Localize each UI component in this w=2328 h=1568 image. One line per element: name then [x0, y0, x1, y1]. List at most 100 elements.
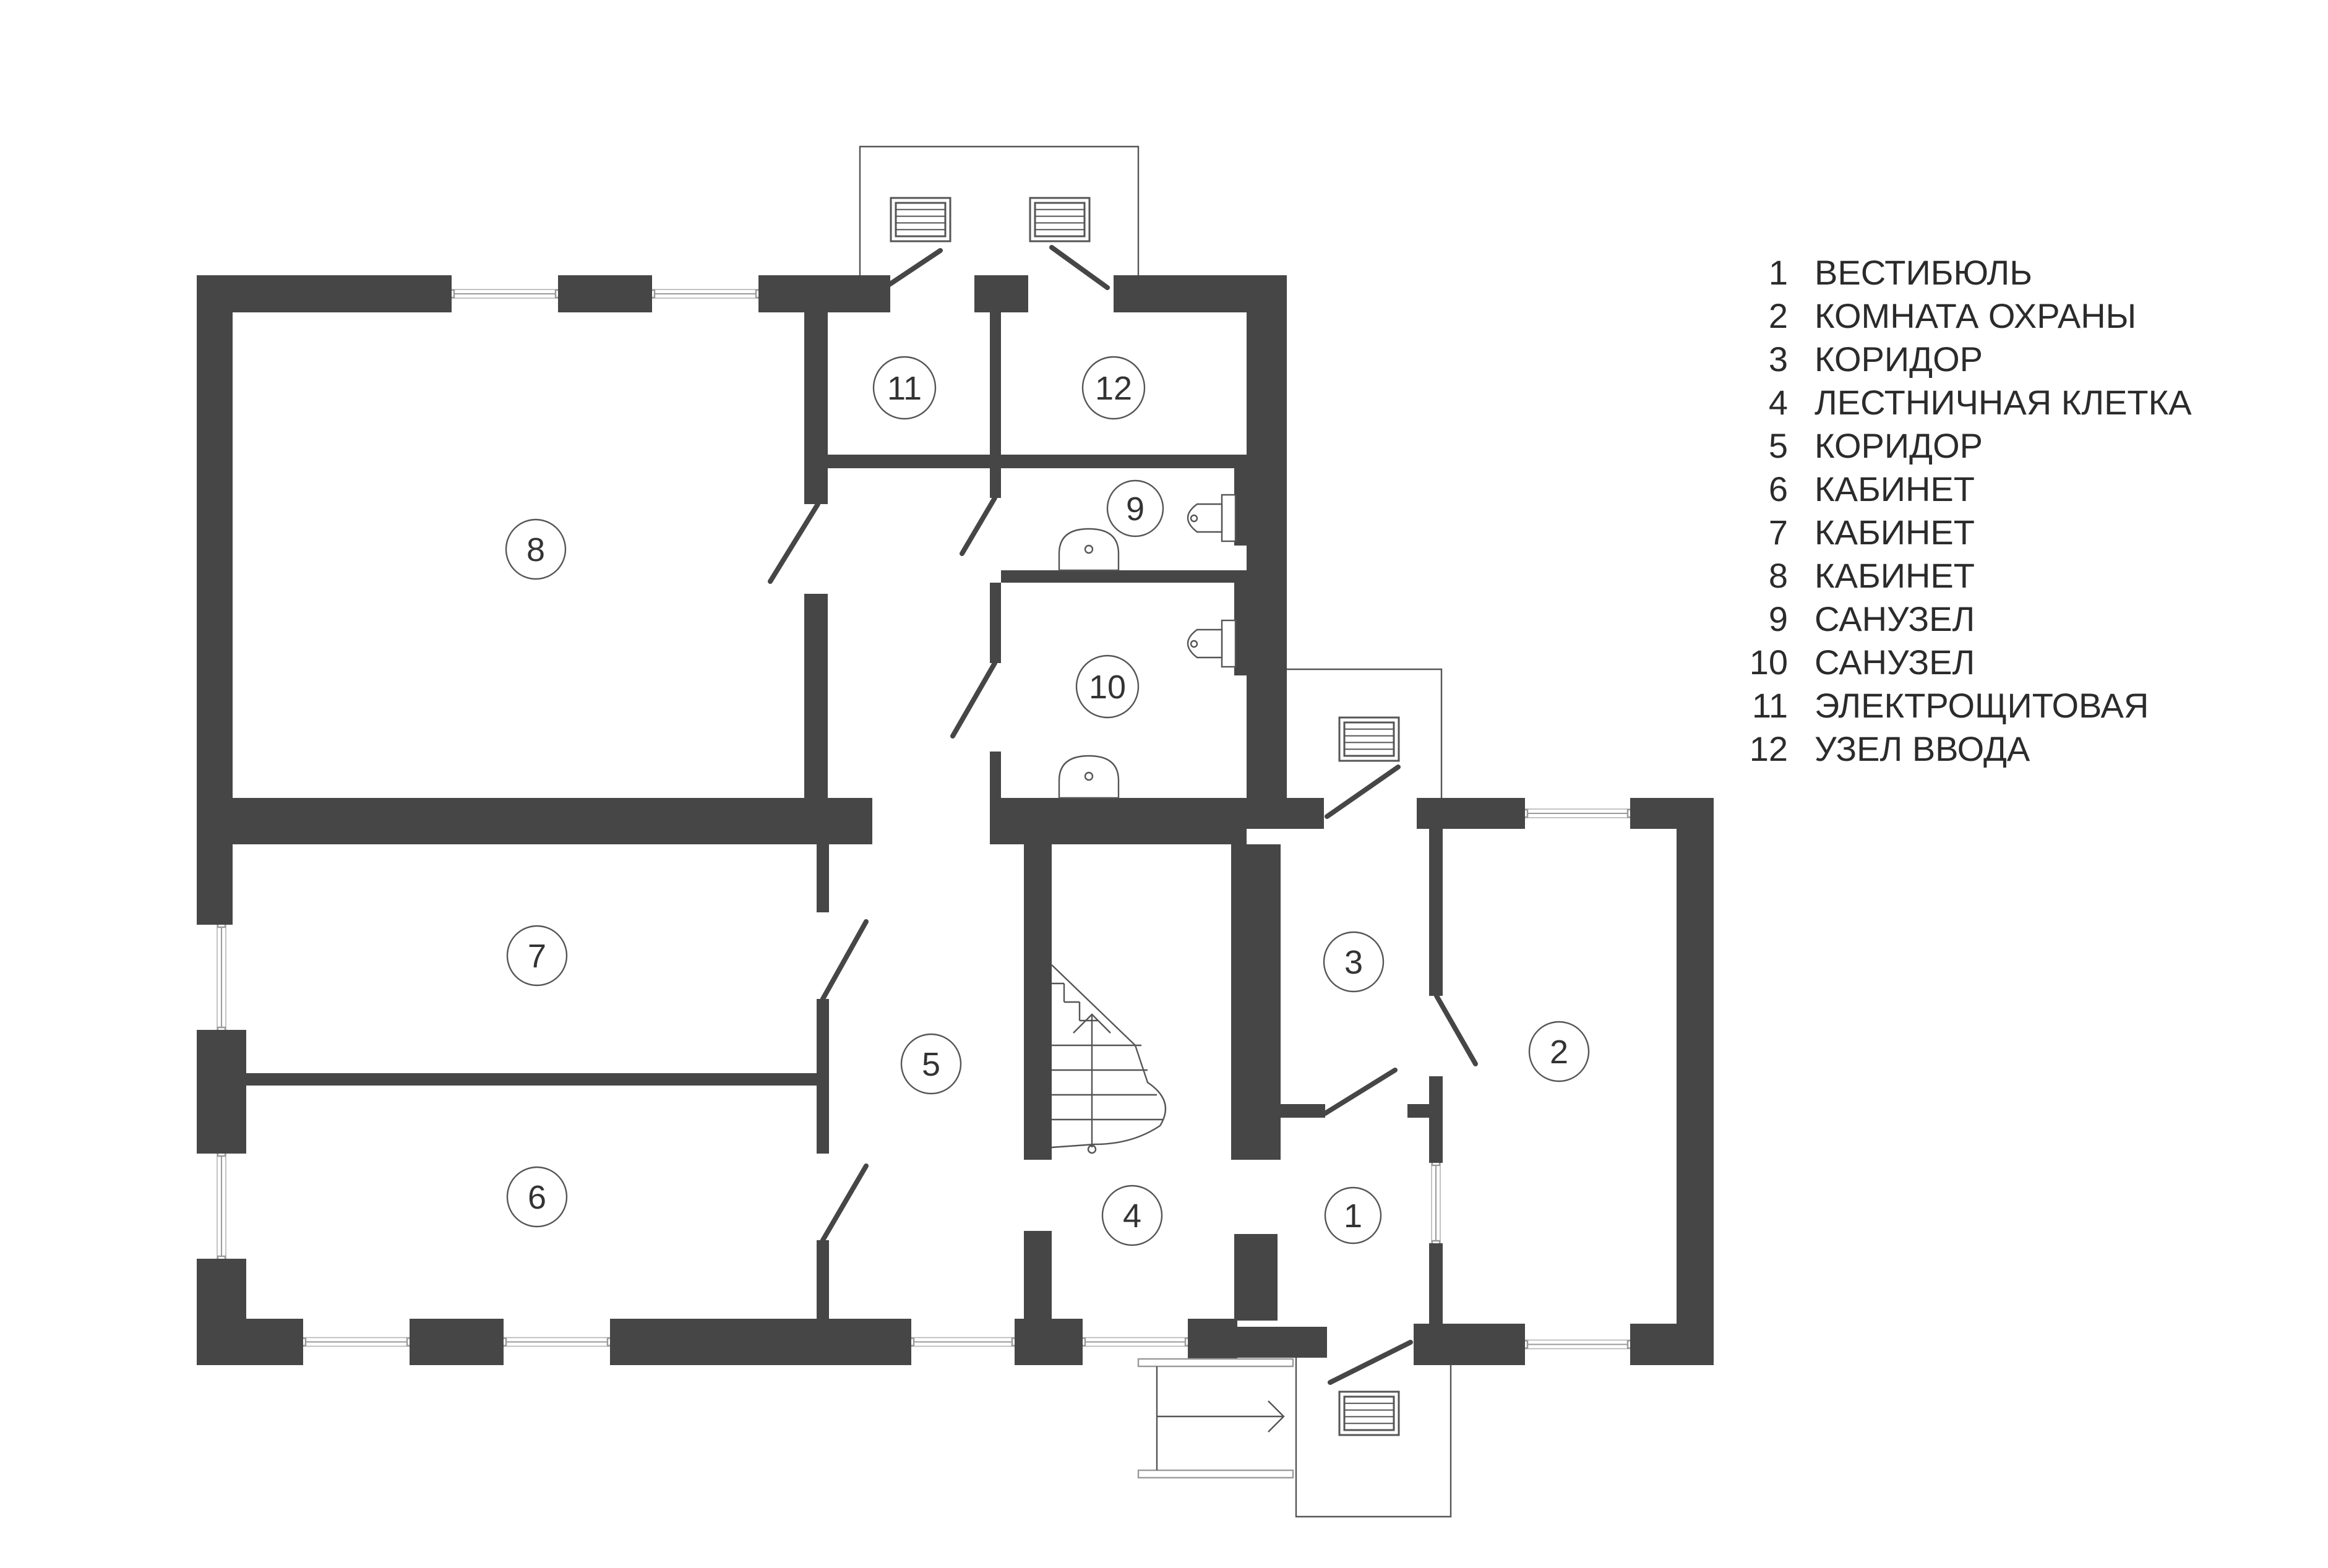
room-marker-8: 8 — [505, 518, 567, 580]
room-marker-2: 2 — [1528, 1021, 1590, 1082]
toilet-seat-10 — [1190, 640, 1198, 648]
wall-east-upper — [1247, 275, 1287, 812]
legend-label: КАБИНЕТ — [1815, 513, 1975, 552]
wall-guard-west-2 — [1429, 1076, 1443, 1163]
window — [1521, 1339, 1634, 1350]
toilet-10 — [1187, 628, 1223, 659]
room-marker-11: 11 — [872, 356, 937, 420]
south-porch-outline — [1295, 1331, 1452, 1518]
window — [908, 1337, 1018, 1347]
window — [1431, 1159, 1441, 1247]
legend-label: КАБИНЕТ — [1815, 556, 1975, 595]
wall-11-12-divider — [990, 312, 1001, 498]
room-marker-10: 10 — [1075, 654, 1140, 719]
legend-label: УЗЕЛ ВВОДА — [1815, 729, 2030, 768]
room-number: 7 — [528, 938, 546, 975]
room-number: 10 — [1089, 669, 1126, 706]
wall-north-2 — [558, 275, 652, 312]
vent-grille-icon — [1029, 197, 1091, 242]
legend-item: 7 КАБИНЕТ — [1769, 513, 1975, 552]
wall-west-2 — [197, 1030, 246, 1154]
wall-7-east-upper — [817, 844, 829, 912]
wall-stair-south-w — [1024, 1231, 1052, 1321]
door-8 — [768, 502, 820, 584]
room-number: 3 — [1344, 944, 1363, 981]
door-11-north — [882, 248, 943, 290]
wall-south-5 — [1188, 1319, 1237, 1365]
room-number: 9 — [1126, 491, 1145, 528]
wall-8-east-upper — [804, 312, 828, 504]
wall-3-north — [1247, 798, 1324, 829]
fixtures — [1058, 494, 1237, 799]
vent-grille-icon — [1338, 1390, 1400, 1436]
legend-item: 1 ВЕСТИБЮЛЬ — [1769, 253, 2032, 292]
wall-3-south-stub — [1281, 1104, 1325, 1118]
wall-guard-east — [1677, 798, 1714, 1365]
legend-label: ЛЕСТНИЧНАЯ КЛЕТКА — [1815, 383, 2192, 422]
wall-stair-south-e — [1234, 1234, 1278, 1321]
wall-8-east-lower — [804, 594, 828, 798]
staircase — [1051, 964, 1166, 1154]
room-marker-6: 6 — [506, 1166, 568, 1228]
room-number: 1 — [1344, 1197, 1362, 1235]
legend-label: ЭЛЕКТРОЩИТОВАЯ — [1815, 686, 2149, 725]
wall-north-4 — [974, 275, 1028, 312]
legend-number: 7 — [1769, 513, 1788, 552]
door-3-east — [1325, 765, 1401, 819]
legend-label: КОМНАТА ОХРАНЫ — [1815, 296, 2136, 335]
room-marker-4: 4 — [1101, 1185, 1163, 1246]
legend-item: 12 УЗЕЛ ВВОДА — [1750, 729, 2030, 768]
wall-guard-west-3 — [1429, 1243, 1443, 1327]
legend-label: КОРИДОР — [1815, 340, 1983, 379]
room-marker-5: 5 — [900, 1033, 962, 1095]
vent-grilles — [890, 197, 1400, 1436]
ramp-arrow-head — [1268, 1400, 1285, 1433]
legend-item: 4 ЛЕСТНИЧНАЯ КЛЕТКА — [1769, 383, 2192, 422]
door-1-3 — [1323, 1068, 1398, 1116]
wall-7-east-lower — [817, 999, 829, 1154]
toilet-tank-9 — [1221, 494, 1237, 542]
legend-label: КАБИНЕТ — [1815, 469, 1975, 508]
window — [1521, 808, 1634, 818]
legend-number: 4 — [1769, 383, 1788, 422]
legend-number: 9 — [1769, 599, 1788, 638]
legend-number: 5 — [1769, 426, 1788, 465]
legend-number: 12 — [1750, 729, 1788, 768]
wall-9-bottom — [1001, 570, 1248, 583]
window — [299, 1337, 413, 1347]
room-number: 5 — [922, 1046, 940, 1083]
room-marker-12: 12 — [1081, 356, 1146, 420]
legend-item: 6 КАБИНЕТ — [1769, 469, 1975, 508]
legend-number: 1 — [1769, 253, 1788, 292]
north-porch-outline — [859, 145, 1140, 275]
ramp-rail-top — [1137, 1358, 1294, 1368]
legend-label: ВЕСТИБЮЛЬ — [1815, 253, 2032, 292]
wall-6-east-lower — [817, 1240, 829, 1321]
door-12-north — [1049, 245, 1110, 290]
legend-number: 6 — [1769, 469, 1788, 508]
porch-outlines — [859, 145, 1452, 1518]
wall-7-6-divider — [233, 1073, 817, 1086]
sink-drain-9 — [1084, 544, 1094, 554]
wall-10-bottom — [990, 798, 1247, 844]
door-10 — [950, 661, 997, 739]
entrance-ramp — [1137, 1358, 1294, 1479]
wall-guard-west-1 — [1429, 829, 1443, 996]
wall-south-vestibule-w — [1234, 1327, 1327, 1358]
legend-number: 10 — [1750, 643, 1788, 682]
room-number: 2 — [1550, 1034, 1568, 1071]
wall-12-east-stub — [1234, 468, 1247, 546]
wall-10-west-upper — [990, 583, 1001, 663]
ramp-rail-bottom — [1137, 1469, 1294, 1479]
wall-10-east-stub — [1234, 583, 1247, 675]
stair-outline — [1051, 964, 1166, 1149]
room-marker-9: 9 — [1106, 479, 1164, 538]
door-6 — [820, 1163, 869, 1243]
room-number: 8 — [526, 531, 545, 568]
legend-label: КОРИДОР — [1815, 426, 1983, 465]
